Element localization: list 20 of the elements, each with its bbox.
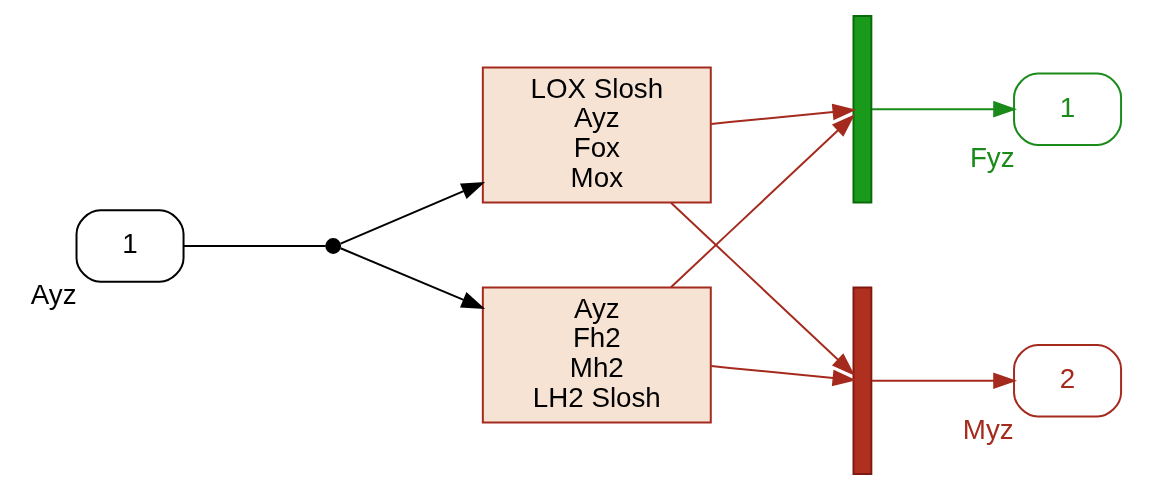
arrow xyxy=(871,100,1017,118)
arrow xyxy=(710,103,857,125)
node-label: Myz xyxy=(962,413,1014,445)
node-box: 1 xyxy=(75,209,185,283)
arrow xyxy=(710,365,857,387)
node-circle xyxy=(325,238,342,254)
arrow xyxy=(871,372,1017,390)
node-label: Fyz xyxy=(969,142,1015,174)
node-bar xyxy=(852,286,873,475)
node-box: LOX Slosh Ayz Fox Mox xyxy=(481,66,712,204)
node-bar xyxy=(852,15,873,204)
arrow xyxy=(339,247,486,309)
arrow xyxy=(670,114,855,289)
arrow xyxy=(339,181,486,245)
node-box: 2 xyxy=(1013,344,1123,418)
arrow xyxy=(670,201,855,376)
connector xyxy=(182,245,327,247)
node-box: Ayz Fh2 Mh2 LH2 Slosh xyxy=(481,286,712,424)
node-box: 1 xyxy=(1013,72,1123,146)
node-label: Ayz xyxy=(30,278,77,310)
